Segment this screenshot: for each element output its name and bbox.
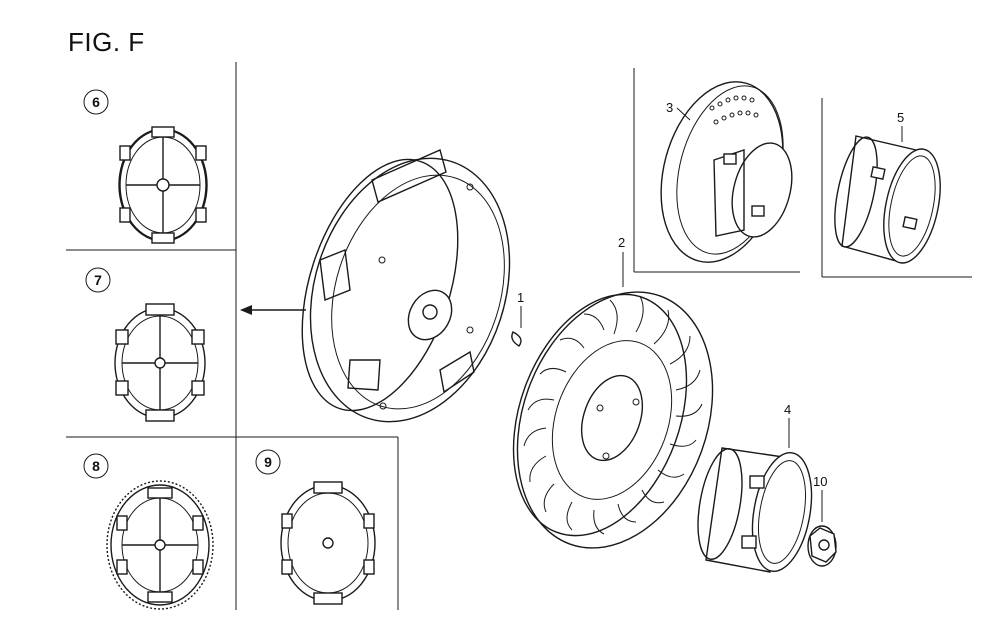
callout-1: 1 (517, 290, 524, 305)
callout-circle-9 (255, 449, 281, 475)
callout-3: 3 (666, 100, 673, 115)
callout-7: 7 (94, 272, 102, 288)
part-3-panel: 3 (633, 68, 800, 273)
callout-4: 4 (784, 402, 791, 417)
flywheel-variant-6: 6 (83, 89, 208, 244)
pointer-arrow (240, 305, 306, 315)
part-10-nut: 10 (807, 474, 837, 567)
callout-circle-7 (85, 267, 111, 293)
callout-8: 8 (92, 458, 100, 474)
variant-panel-frame (66, 62, 399, 610)
part-2-cooling-fan: 2 (512, 235, 714, 549)
flywheel-variant-7: 7 (85, 267, 206, 422)
callout-10: 10 (813, 474, 827, 489)
callout-circle-6 (83, 89, 109, 115)
callout-5: 5 (897, 110, 904, 125)
flywheel-variant-8: 8 (83, 453, 214, 610)
callout-circle-8 (83, 453, 109, 479)
callout-2: 2 (618, 235, 625, 250)
part-4-starter-pulley: 4 (697, 402, 813, 573)
main-flywheel (301, 149, 511, 423)
callout-9: 9 (264, 454, 272, 470)
flywheel-variant-9: 9 (255, 449, 376, 605)
part-5-panel: 5 (821, 98, 972, 278)
callout-6: 6 (92, 94, 100, 110)
figure-title: FIG. F (68, 27, 145, 57)
part-1-key: 1 (511, 290, 524, 347)
